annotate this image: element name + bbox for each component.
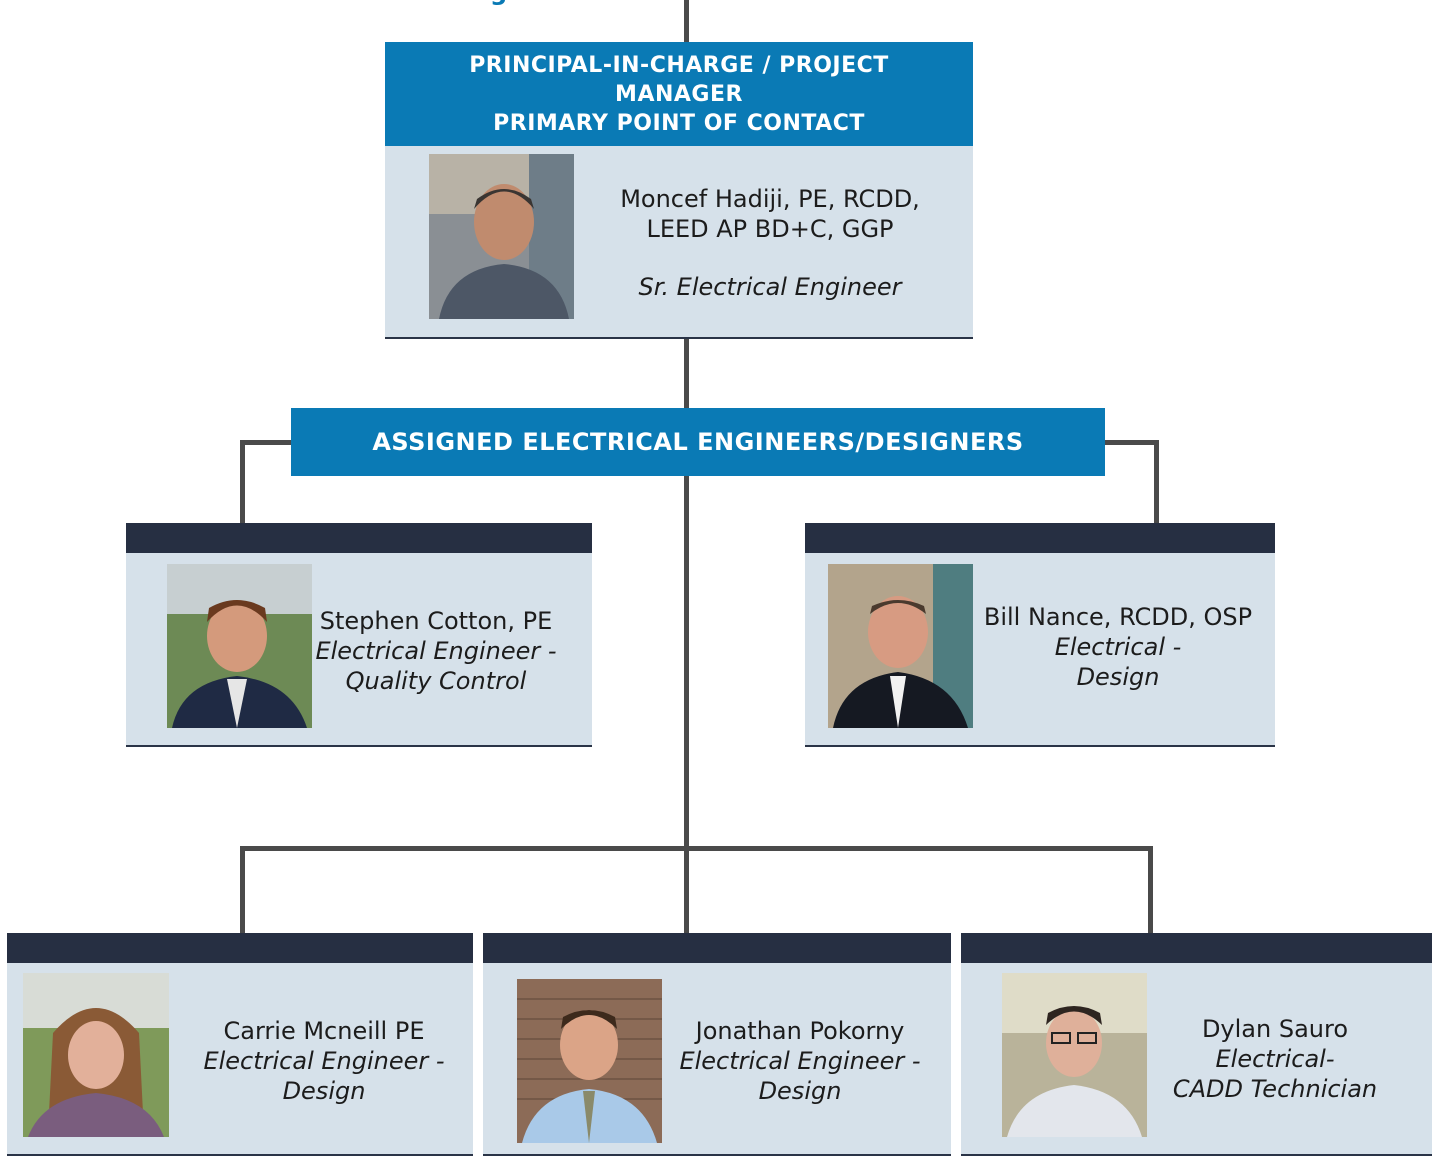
connector-left-horizontal — [240, 440, 292, 445]
bill-photo — [828, 564, 973, 728]
card-header-bar — [126, 523, 592, 553]
member-card-bill: Bill Nance, RCDD, OSP Electrical - Desig… — [805, 523, 1275, 747]
principal-card: Moncef Hadiji, PE, RCDD, LEED AP BD+C, G… — [385, 146, 973, 339]
bill-title-line2: Design — [1076, 663, 1160, 691]
connector-top — [684, 0, 689, 42]
stephen-title-line2: Quality Control — [345, 667, 527, 695]
carrie-name: Carrie Mcneill PE — [223, 1017, 425, 1045]
principal-info: Moncef Hadiji, PE, RCDD, LEED AP BD+C, G… — [595, 184, 945, 302]
member-card-dylan: Dylan Sauro Electrical- CADD Technician — [961, 933, 1432, 1156]
card-header-bar — [805, 523, 1275, 553]
bill-name: Bill Nance, RCDD, OSP — [983, 603, 1253, 631]
connector-right-vertical — [1154, 440, 1159, 523]
stephen-info: Stephen Cotton, PE Electrical Engineer -… — [314, 606, 558, 696]
jonathan-title-line2: Design — [758, 1077, 842, 1105]
principal-photo — [429, 154, 574, 319]
dylan-title-line2: CADD Technician — [1172, 1075, 1378, 1103]
principal-header-line1: PRINCIPAL-IN-CHARGE / PROJECT — [469, 52, 889, 78]
member-card-jonathan: Jonathan Pokorny Electrical Engineer - D… — [483, 933, 951, 1156]
jonathan-name: Jonathan Pokorny — [695, 1017, 905, 1045]
connector-bottom-left-drop — [240, 846, 245, 934]
connector-bottom-right-drop — [1148, 846, 1153, 934]
stephen-photo — [167, 564, 312, 728]
group-header: ASSIGNED ELECTRICAL ENGINEERS/DESIGNERS — [291, 408, 1105, 476]
principal-title: Sr. Electrical Engineer — [638, 273, 902, 301]
connector-bottom-horizontal — [240, 846, 1153, 851]
jonathan-title-line1: Electrical Engineer - — [679, 1047, 921, 1075]
dylan-name: Dylan Sauro — [1201, 1015, 1349, 1043]
principal-name-line2: LEED AP BD+C, GGP — [646, 215, 894, 243]
card-header-bar — [7, 933, 473, 963]
principal-header: PRINCIPAL-IN-CHARGE / PROJECT MANAGER PR… — [385, 42, 973, 146]
connector-principal-to-group — [684, 338, 689, 410]
jonathan-info: Jonathan Pokorny Electrical Engineer - D… — [667, 1016, 933, 1106]
bill-info: Bill Nance, RCDD, OSP Electrical - Desig… — [975, 602, 1261, 692]
connector-group-trunk — [684, 476, 689, 934]
principal-name-line1: Moncef Hadiji, PE, RCDD, — [620, 185, 920, 213]
card-header-bar — [961, 933, 1432, 963]
dylan-title-line1: Electrical- — [1215, 1045, 1335, 1073]
group-header-text: ASSIGNED ELECTRICAL ENGINEERS/DESIGNERS — [372, 428, 1024, 456]
stephen-name: Stephen Cotton, PE — [319, 607, 553, 635]
bill-title-line1: Electrical - — [1054, 633, 1182, 661]
principal-header-line2: MANAGER — [615, 81, 743, 107]
carrie-title-line1: Electrical Engineer - — [203, 1047, 445, 1075]
cut-off-heading-fragment: g — [370, 0, 590, 18]
carrie-title-line2: Design — [282, 1077, 366, 1105]
dylan-photo — [1002, 973, 1147, 1137]
carrie-info: Carrie Mcneill PE Electrical Engineer - … — [191, 1016, 457, 1106]
dylan-info: Dylan Sauro Electrical- CADD Technician — [1151, 1014, 1399, 1104]
carrie-photo — [23, 973, 169, 1137]
jonathan-photo — [517, 979, 662, 1143]
member-card-carrie: Carrie Mcneill PE Electrical Engineer - … — [7, 933, 473, 1156]
principal-header-line3: PRIMARY POINT OF CONTACT — [493, 110, 865, 136]
card-header-bar — [483, 933, 951, 963]
stephen-title-line1: Electrical Engineer - — [315, 637, 557, 665]
connector-left-vertical — [240, 440, 245, 523]
member-card-stephen: Stephen Cotton, PE Electrical Engineer -… — [126, 523, 592, 747]
connector-right-horizontal — [1105, 440, 1159, 445]
